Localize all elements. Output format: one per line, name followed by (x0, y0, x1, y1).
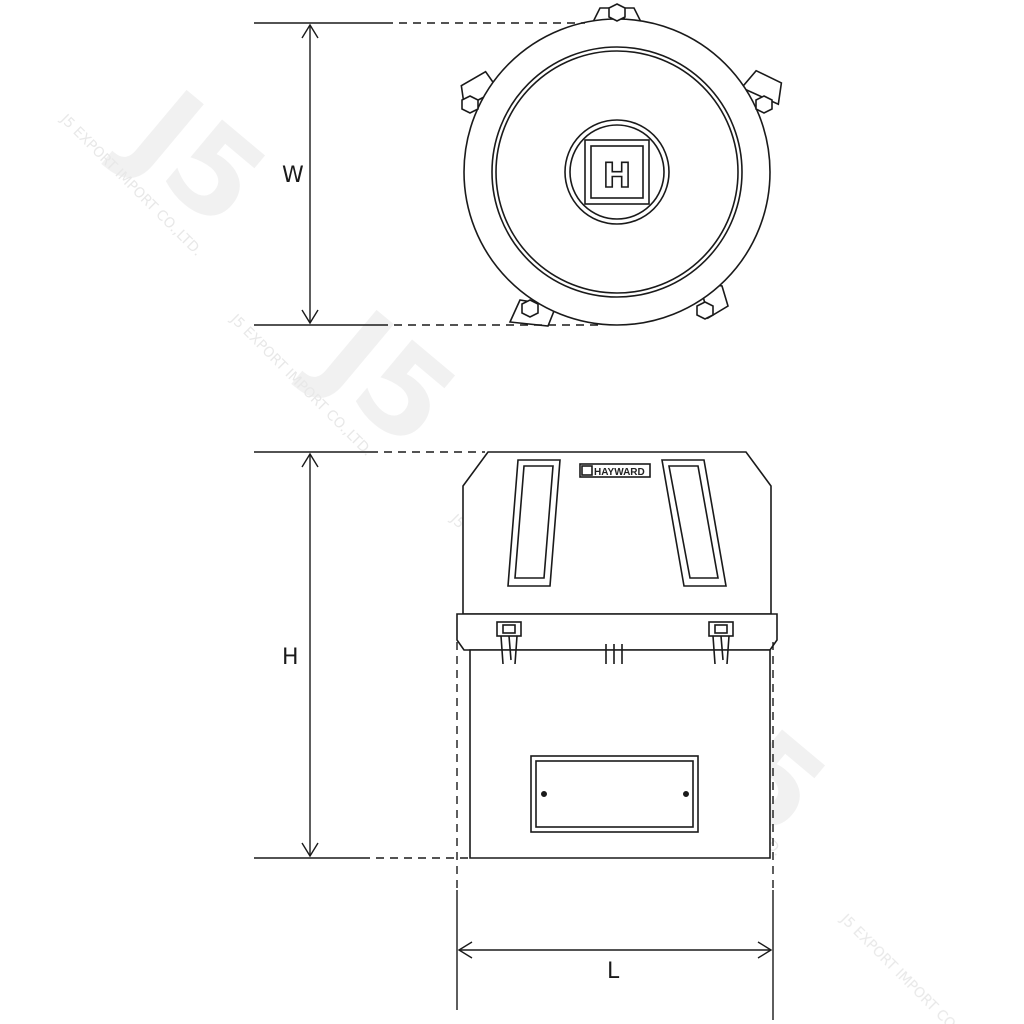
bolt-hex-icon (521, 299, 539, 318)
width-arrows-icon (301, 23, 319, 325)
bolt-hex-icon (696, 301, 714, 320)
length-label: L (607, 959, 620, 984)
hayward-logo-icon: H (584, 139, 650, 205)
top-view: H (460, 3, 783, 327)
bolt-hex-icon (755, 95, 773, 114)
watermark-logo-1: J5 (98, 61, 291, 254)
bolt-hex-icon (608, 3, 626, 22)
side-view-body (469, 649, 771, 859)
nameplate (530, 755, 699, 833)
height-label: H (282, 645, 299, 670)
length-arrows-icon (457, 941, 773, 959)
watermark-logo-2: J5 (288, 281, 481, 474)
width-label: W (282, 163, 304, 188)
height-arrows-icon (301, 452, 319, 858)
top-view-center-boss (564, 119, 670, 225)
latch-clip-icon (708, 621, 734, 665)
latch-clip-icon (496, 621, 522, 665)
side-view-vent (605, 644, 623, 664)
bolt-hex-icon (461, 95, 479, 114)
side-view-handle (507, 459, 561, 587)
brand-name: HAYWARD (594, 467, 645, 478)
side-view: HAYWARD (456, 451, 778, 859)
dimension-lines (254, 22, 774, 1020)
watermark-text-5: J5 EXPORT IMPORT CO.,LTD. (836, 911, 985, 1024)
brand-badge: HAYWARD (579, 463, 651, 478)
top-view-lid-edge (491, 46, 743, 298)
top-view-lid-inner (495, 50, 739, 294)
side-view-handle (661, 459, 727, 587)
logo-letter: H (603, 156, 631, 196)
top-view-center-boss-inner (569, 124, 665, 220)
